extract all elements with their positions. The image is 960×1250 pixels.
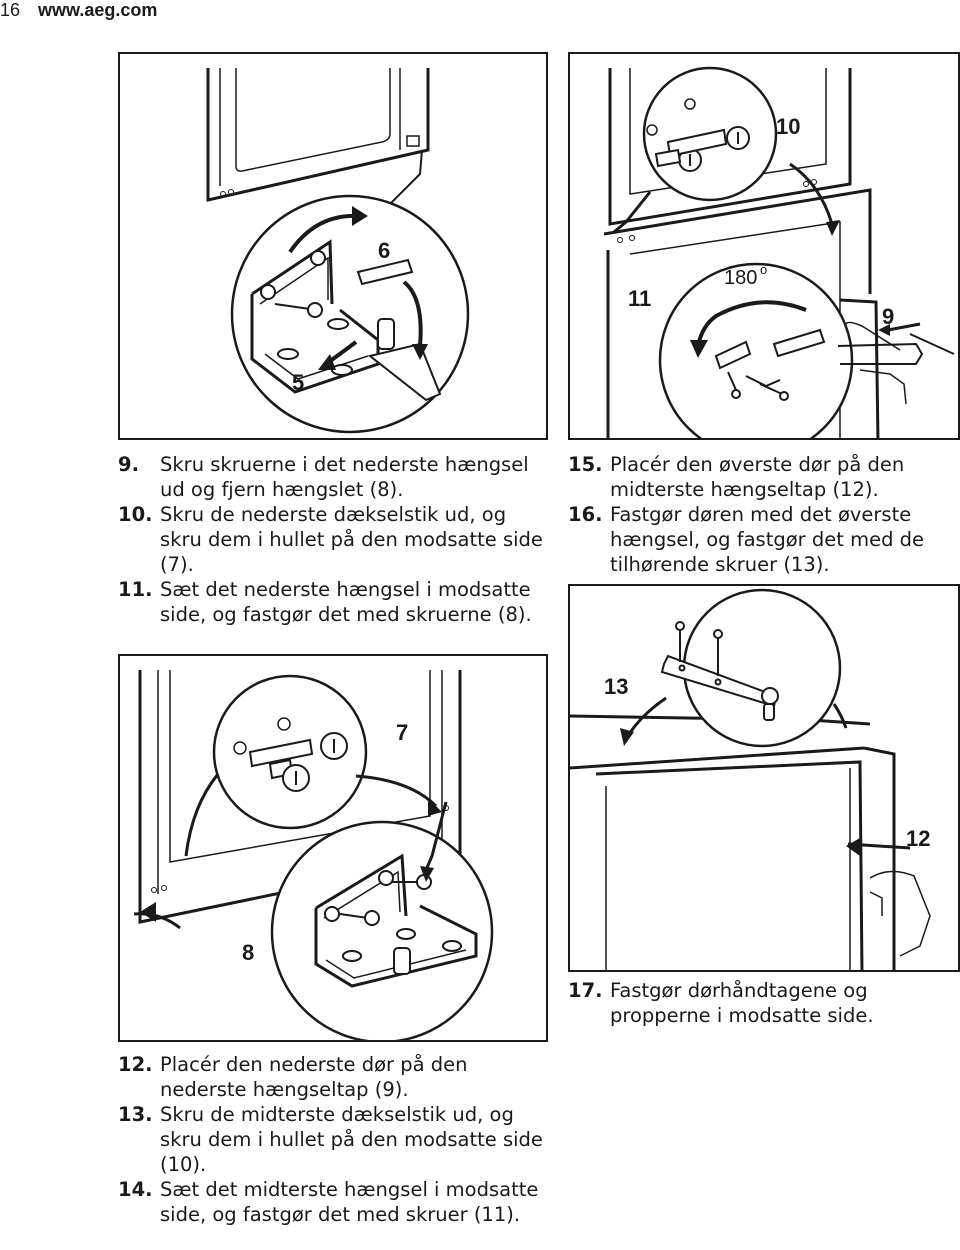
step-item: 14. Sæt det midterste hængsel i modsatte…: [118, 1177, 548, 1227]
callout-13: 13: [604, 674, 628, 699]
top-door-illustration: 13 12: [570, 588, 931, 970]
callout-5: 5: [292, 370, 304, 395]
figure-top-door: 13 12: [568, 584, 960, 972]
step-number: 10.: [118, 503, 153, 526]
step-number: 16.: [568, 503, 603, 526]
site-url: www.aeg.com: [38, 0, 158, 20]
step-number: 15.: [568, 453, 603, 476]
step-text: Fastgør døren med det øverste hængsel, o…: [610, 503, 925, 576]
step-number: 14.: [118, 1178, 153, 1201]
callout-9: 9: [882, 304, 894, 329]
step-item: 11. Sæt det nederste hængsel i modsatte …: [118, 577, 548, 627]
instructions-steps-15-16: 15. Placér den øverste dør på den midter…: [568, 452, 960, 577]
instructions-step-17: 17. Fastgør dørhåndtagene og propperne i…: [568, 978, 960, 1028]
step-text: Skru de midterste dækselstik ud, og skru…: [160, 1103, 543, 1176]
figure-cover-caps: 7 8: [118, 654, 548, 1042]
callout-10: 10: [776, 114, 800, 139]
step-number: 13.: [118, 1103, 153, 1126]
step-item: 17. Fastgør dørhåndtagene og propperne i…: [568, 978, 960, 1028]
callout-6: 6: [378, 238, 390, 263]
step-number: 12.: [118, 1053, 153, 1076]
step-text: Sæt det nederste hængsel i modsatte side…: [160, 578, 532, 626]
step-text: Skru de nederste dækselstik ud, og skru …: [160, 503, 543, 576]
step-number: 17.: [568, 979, 603, 1002]
step-item: 12. Placér den nederste dør på den neder…: [118, 1052, 548, 1102]
step-item: 13. Skru de midterste dækselstik ud, og …: [118, 1102, 548, 1177]
bottom-door-illustration: 10 11 9 180 o: [603, 66, 955, 438]
instructions-steps-12-14: 12. Placér den nederste dør på den neder…: [118, 1052, 548, 1227]
callout-7: 7: [396, 720, 408, 745]
step-number: 11.: [118, 578, 153, 601]
rotation-angle: 180: [724, 267, 757, 289]
step-text: Skru skruerne i det nederste hængsel ud …: [160, 453, 529, 501]
page-number: 16: [0, 0, 21, 20]
callout-12: 12: [906, 826, 930, 851]
step-text: Placér den øverste dør på den midterste …: [610, 453, 905, 501]
callout-11: 11: [628, 286, 651, 311]
step-number: 9.: [118, 453, 139, 476]
bottom-hinge-illustration: 6 5: [206, 68, 470, 434]
step-text: Fastgør dørhåndtagene og propperne i mod…: [610, 979, 874, 1027]
step-text: Sæt det midterste hængsel i modsatte sid…: [160, 1178, 539, 1226]
cover-caps-illustration: 7 8: [133, 670, 494, 1040]
step-item: 10. Skru de nederste dækselstik ud, og s…: [118, 502, 548, 577]
step-item: 9. Skru skruerne i det nederste hængsel …: [118, 452, 548, 502]
instructions-steps-9-11: 9. Skru skruerne i det nederste hængsel …: [118, 452, 548, 627]
step-item: 16. Fastgør døren med det øverste hængse…: [568, 502, 960, 577]
rotation-angle-unit: o: [760, 262, 767, 277]
step-text: Placér den nederste dør på den nederste …: [160, 1053, 468, 1101]
step-item: 15. Placér den øverste dør på den midter…: [568, 452, 960, 502]
figure-bottom-door: 10 11 9 180 o: [568, 52, 960, 440]
figure-bottom-hinge: 6 5: [118, 52, 548, 440]
callout-8: 8: [242, 940, 254, 965]
